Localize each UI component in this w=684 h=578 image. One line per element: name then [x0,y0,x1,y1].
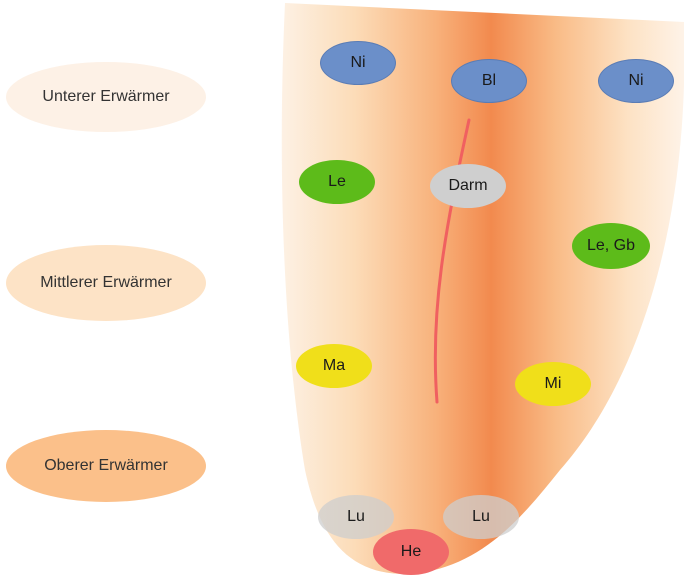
organ-lung-left: Lu [318,495,394,539]
zone-label-upper-burner: Oberer Erwärmer [6,430,206,502]
organ-heart: He [373,529,449,575]
organ-liver: Le [299,160,375,204]
organ-bladder: Bl [451,59,527,103]
organ-kidney-left: Ni [320,41,396,85]
zone-label-lower-burner: Unterer Erwärmer [6,62,206,132]
zone-label-middle-burner: Mittlerer Erwärmer [6,245,206,321]
organ-stomach: Ma [296,344,372,388]
organ-spleen: Mi [515,362,591,406]
tongue-midline [433,118,471,404]
tongue-shape [281,3,684,575]
organ-intestine: Darm [430,164,506,208]
organ-kidney-right: Ni [598,59,674,103]
organ-liver-gallbladder: Le, Gb [572,223,650,269]
organ-lung-right: Lu [443,495,519,539]
